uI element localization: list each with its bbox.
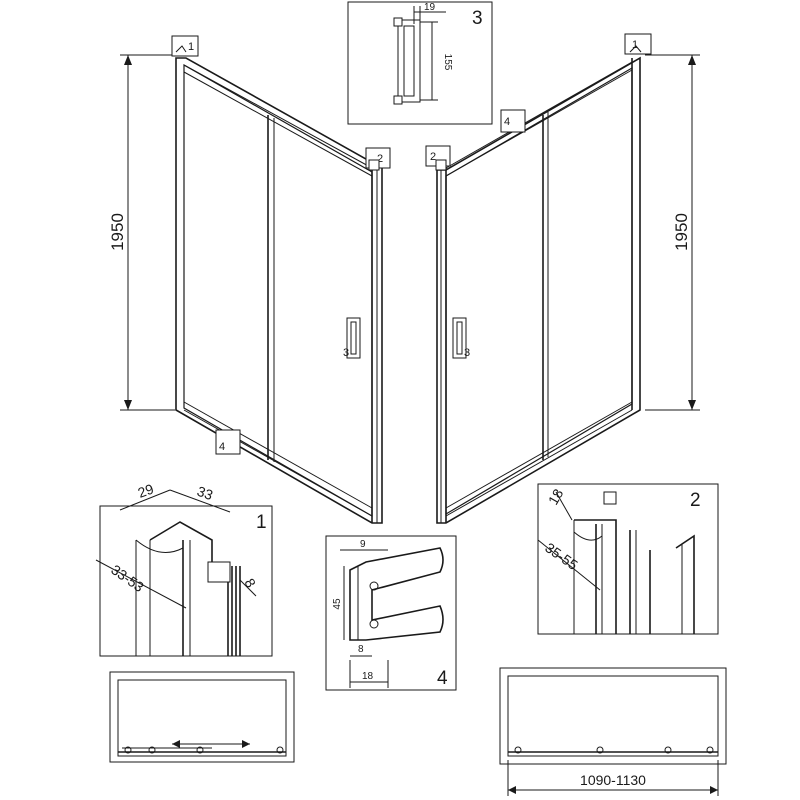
detail-4-dim-18: 18 bbox=[362, 671, 374, 682]
height-dimension-left: 1950 bbox=[108, 54, 175, 411]
height-dimension-right: 1950 bbox=[645, 54, 700, 411]
top-view-width: 1090-1130 bbox=[499, 667, 727, 796]
detail-4-dim-45: 45 bbox=[332, 598, 343, 610]
callout-3-left-text: 3 bbox=[343, 347, 349, 359]
detail-2-number: 2 bbox=[690, 490, 701, 511]
callout-1-right: 1 bbox=[624, 33, 652, 55]
callout-4-right-text: 4 bbox=[504, 116, 510, 128]
detail-4-dim-9: 9 bbox=[360, 539, 366, 550]
detail-1-dim-33: 33 bbox=[195, 483, 215, 503]
width-range-label: 1090-1130 bbox=[580, 772, 646, 788]
detail-1-dim-29: 29 bbox=[136, 480, 156, 500]
callout-2-left-text: 2 bbox=[377, 153, 383, 165]
callout-2-right: 2 bbox=[425, 145, 451, 171]
height-label-left: 1950 bbox=[108, 213, 127, 251]
top-view-sliding bbox=[109, 671, 295, 763]
callout-1-left: 1 bbox=[171, 35, 199, 57]
callout-4-left: 4 bbox=[215, 429, 241, 455]
callout-2-right-text: 2 bbox=[430, 151, 436, 163]
left-door-panel bbox=[175, 57, 383, 524]
detail-4-number: 4 bbox=[437, 668, 448, 689]
detail-3-handle: 3 19 155 bbox=[347, 1, 493, 125]
detail-3-number: 3 bbox=[472, 8, 483, 29]
callout-3-left: 3 bbox=[343, 347, 349, 359]
detail-4-dim-8: 8 bbox=[358, 644, 364, 655]
detail-3-height-label: 155 bbox=[442, 54, 453, 71]
callout-3-right-text: 3 bbox=[464, 347, 470, 359]
callout-1-right-text: 1 bbox=[632, 39, 638, 51]
detail-1-number: 1 bbox=[256, 512, 267, 533]
detail-4-seal: 4 9 45 8 18 bbox=[325, 535, 457, 691]
height-label-right: 1950 bbox=[672, 213, 691, 251]
right-door-panel bbox=[436, 56, 641, 524]
callout-4-right: 4 bbox=[500, 109, 526, 133]
callout-3-right: 3 bbox=[464, 347, 470, 359]
callout-2-left: 2 bbox=[365, 147, 391, 171]
detail-2-dim-18: 18 bbox=[545, 486, 567, 508]
callout-1-left-text: 1 bbox=[188, 41, 194, 53]
callout-4-left-text: 4 bbox=[219, 441, 225, 453]
detail-2-profile: 2 18 35-55 bbox=[537, 483, 719, 635]
detail-3-width-label: 19 bbox=[424, 2, 436, 13]
detail-1-profile: 1 29 33 33-53 8 bbox=[95, 480, 273, 657]
